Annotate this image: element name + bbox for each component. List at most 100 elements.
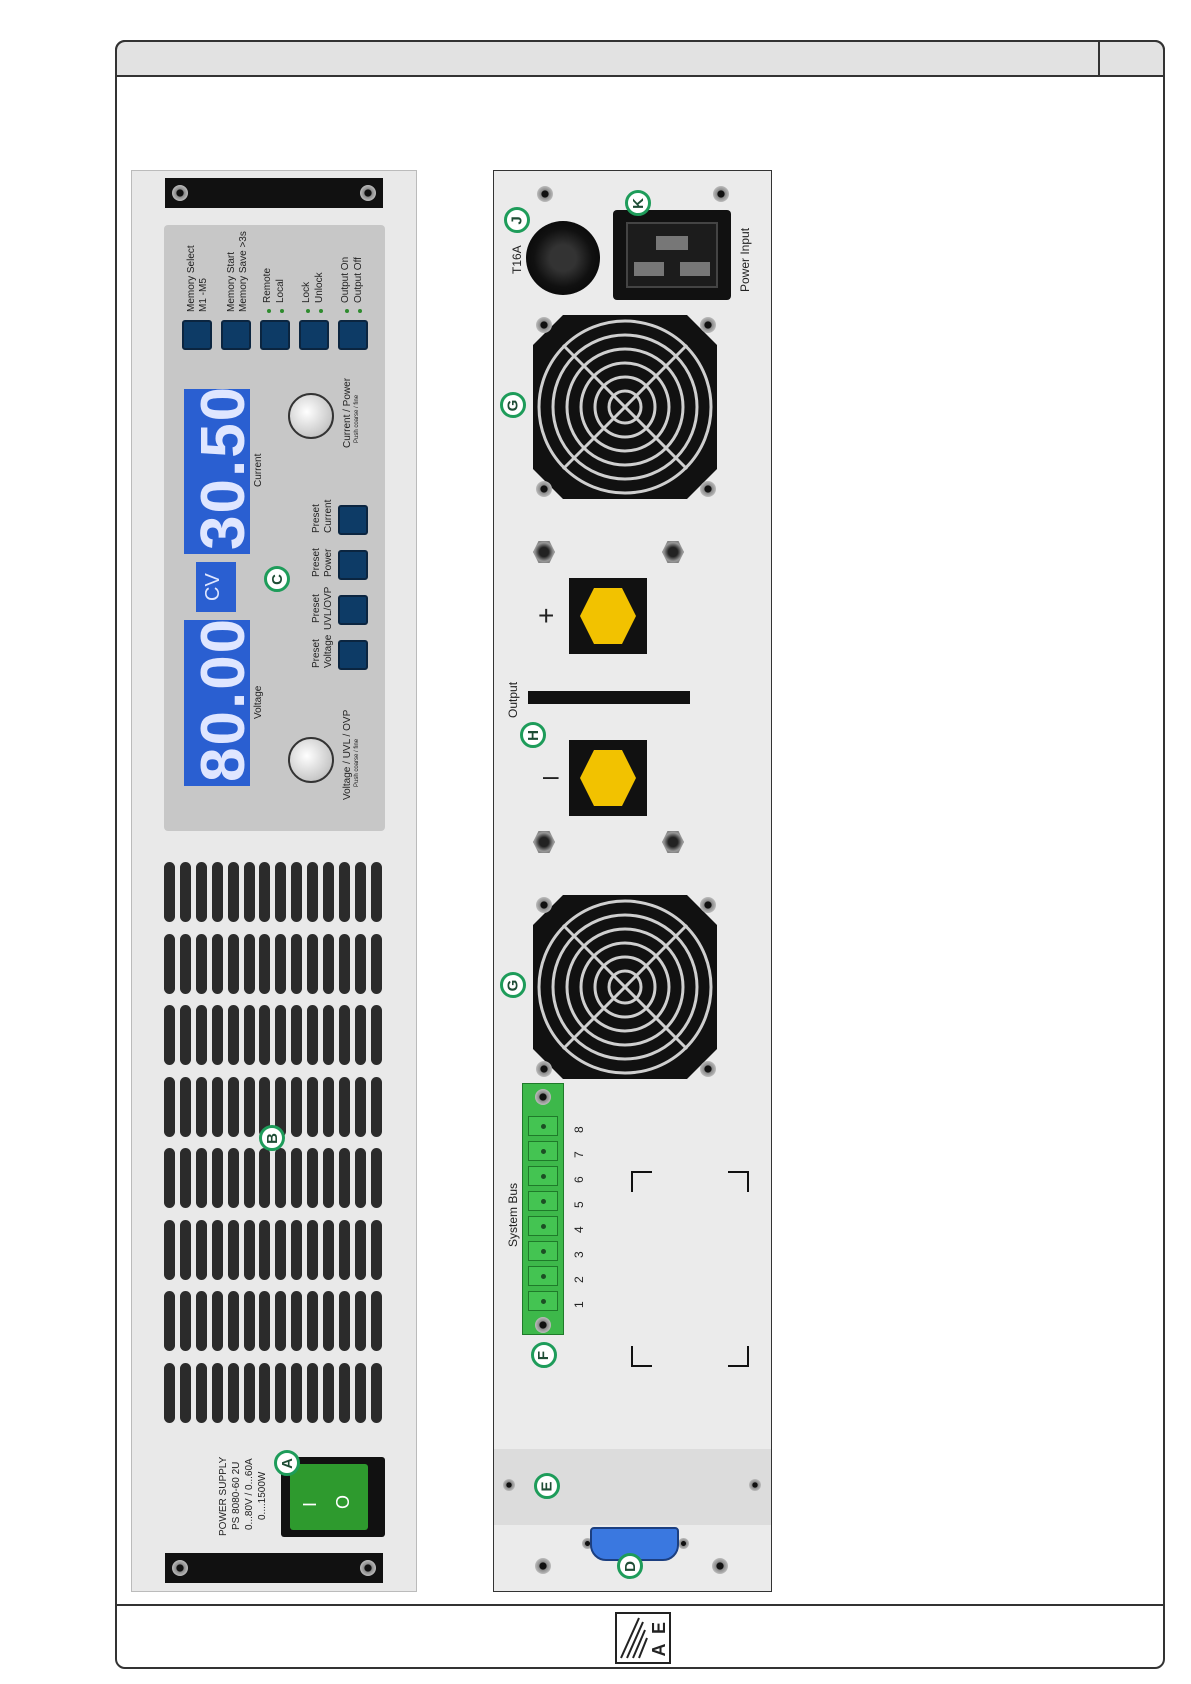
ea-logo-icon: E A <box>615 1612 671 1664</box>
output-off-label: Output Off <box>353 257 364 303</box>
iec-pin-earth <box>656 236 688 250</box>
current-power-knob[interactable] <box>288 393 334 439</box>
vent-slot <box>164 1076 175 1137</box>
callout-a: A <box>274 1450 300 1476</box>
vent-slot <box>323 1362 334 1423</box>
vent-slot <box>354 1291 366 1351</box>
vent-slot <box>227 1219 239 1280</box>
preset-uvl-label-2: UVL/OVP <box>323 586 334 630</box>
vent-slot <box>323 1219 334 1280</box>
vent-slot <box>259 1005 271 1065</box>
bus-pin-number: 7 <box>572 1151 586 1158</box>
vent-slot <box>307 1362 319 1423</box>
power-switch-rocker[interactable] <box>290 1464 368 1530</box>
memory-select-key[interactable] <box>182 320 212 350</box>
vent-slot <box>370 862 382 922</box>
vent-slot <box>195 1362 207 1423</box>
vent-slot <box>227 1291 239 1351</box>
screw-icon <box>713 186 729 202</box>
vent-slot <box>164 1005 175 1065</box>
model-line-1: POWER SUPPLY <box>218 1456 229 1536</box>
screw-icon <box>535 1089 551 1105</box>
vent-slot <box>211 1219 223 1280</box>
preset-current-label-2: Current <box>323 499 334 533</box>
bus-pin-number: 3 <box>572 1251 586 1258</box>
vent-slot <box>179 933 191 994</box>
vent-slot <box>243 1148 255 1208</box>
vent-slot <box>307 862 319 922</box>
callout-f: F <box>531 1342 557 1368</box>
vent-slot <box>338 1148 350 1208</box>
vent-slot <box>179 1076 191 1137</box>
vent-slot <box>195 933 207 994</box>
voltage-knob[interactable] <box>288 737 334 783</box>
preset-uvl-ovp-key[interactable] <box>338 595 368 625</box>
vent-slot <box>259 1291 271 1351</box>
memory-select-range-label: M1 -M5 <box>198 278 209 312</box>
vent-slot <box>370 1291 382 1351</box>
vent-slot <box>307 1148 319 1208</box>
output-divider-bar <box>528 691 690 704</box>
preset-current-key[interactable] <box>338 505 368 535</box>
front-handle-bottom <box>165 1553 383 1583</box>
callout-b: B <box>259 1125 285 1151</box>
vent-slot <box>227 1005 239 1065</box>
vent-slot <box>323 1291 334 1351</box>
screw-icon <box>503 1479 515 1491</box>
lock-unlock-key[interactable] <box>299 320 329 350</box>
callout-j: J <box>504 207 530 233</box>
vent-slot <box>291 1362 303 1423</box>
output-on-off-key[interactable] <box>338 320 368 350</box>
remote-local-key[interactable] <box>260 320 290 350</box>
memory-select-label: Memory Select <box>186 245 197 312</box>
output-label: Output <box>506 681 520 718</box>
option-slot-outline <box>631 1171 749 1367</box>
vent-slot <box>323 1148 334 1208</box>
vent-slot <box>195 1076 207 1137</box>
vent-slot <box>259 1076 271 1137</box>
bus-pin <box>528 1116 558 1136</box>
vent-slot <box>323 1005 334 1065</box>
fan-grille-icon <box>533 895 717 1079</box>
vent-slot <box>275 1076 287 1137</box>
screw-icon <box>536 1061 552 1077</box>
footer-line <box>115 1604 1165 1606</box>
callout-h: H <box>520 722 546 748</box>
unlock-led <box>319 309 323 313</box>
preset-voltage-key[interactable] <box>338 640 368 670</box>
vent-slot <box>370 1076 382 1137</box>
vent-slot <box>164 1291 175 1351</box>
memory-save-label: Memory Save >3s <box>238 231 249 312</box>
voltage-display <box>184 620 250 786</box>
vent-slot <box>370 1148 382 1208</box>
remote-label: Remote <box>262 267 273 303</box>
vent-slot <box>338 1362 350 1423</box>
vent-slot <box>370 1005 382 1065</box>
local-label: Local <box>275 279 286 303</box>
minus-mark: – <box>543 760 559 791</box>
voltage-readout: 80.00 <box>189 616 258 782</box>
model-line-4: 0....1500W <box>257 1471 268 1520</box>
fuse-holder-icon[interactable] <box>526 221 600 295</box>
preset-current-label-1: Preset <box>311 504 322 533</box>
vent-slot <box>275 1005 287 1065</box>
vent-slot <box>338 1219 350 1280</box>
vent-slot <box>275 933 287 994</box>
vent-slot <box>195 1148 207 1208</box>
memory-start-key[interactable] <box>221 320 251 350</box>
vent-slot <box>259 933 271 994</box>
iec-pin-neutral <box>680 262 710 276</box>
vent-slot <box>338 1291 350 1351</box>
vent-slot <box>195 1291 207 1351</box>
vent-slot <box>323 1076 334 1137</box>
current-display <box>184 389 250 554</box>
vent-slot <box>259 862 271 922</box>
preset-power-key[interactable] <box>338 550 368 580</box>
memory-start-label: Memory Start <box>226 251 237 312</box>
model-line-3: 0...80V / 0...60A <box>244 1458 255 1530</box>
vent-slot <box>179 1291 191 1351</box>
vent-slot <box>227 862 239 922</box>
vent-slot <box>243 1291 255 1351</box>
vent-slot <box>179 1005 191 1065</box>
vent-slot <box>164 1219 175 1280</box>
